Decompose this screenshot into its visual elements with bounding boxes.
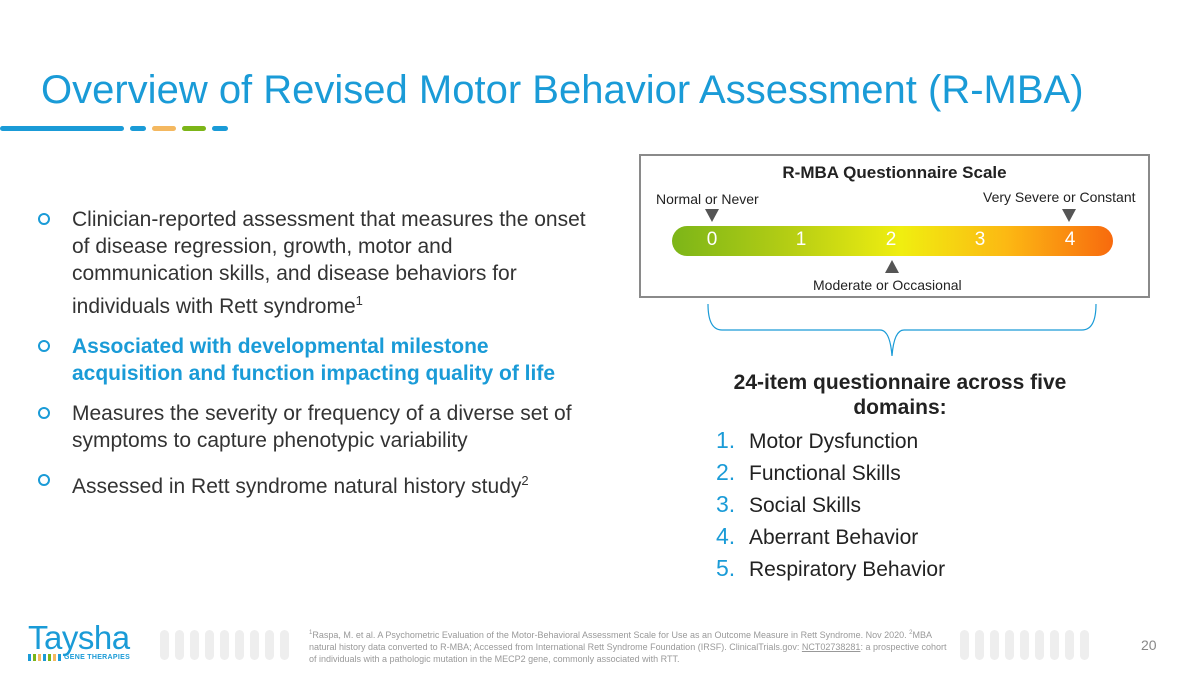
marker-up-icon	[885, 260, 899, 273]
scale-gradient-bar: 0 1 2 3 4	[672, 226, 1113, 256]
reference-2: MBA natural history data converted to R-…	[309, 630, 932, 652]
bullet-superscript: 2	[521, 473, 529, 488]
bullet-text: Clinician-reported assessment that measu…	[72, 208, 586, 318]
domain-item: 1. Motor Dysfunction	[716, 424, 945, 456]
bullet-text: Associated with developmental milestone …	[72, 335, 556, 385]
scale-label-low: Normal or Never	[656, 191, 759, 207]
bullet-list: Clinician-reported assessment that measu…	[36, 206, 596, 513]
accent-segment	[130, 126, 146, 131]
accent-segment	[0, 126, 124, 131]
company-logo: Taysha GENE THERAPIES	[28, 619, 130, 661]
title-accent-bar	[0, 126, 228, 132]
scale-label-mid: Moderate or Occasional	[813, 277, 962, 293]
bullet-text: Assessed in Rett syndrome natural histor…	[72, 475, 522, 498]
ref-number: 2	[909, 630, 913, 636]
reference-2-tail: : a prospective cohort of individuals wi…	[309, 642, 947, 664]
domain-item: 5. Respiratory Behavior	[716, 552, 945, 584]
bullet-superscript: 1	[355, 293, 363, 308]
bullet-item: Clinician-reported assessment that measu…	[36, 206, 596, 320]
domain-label: Functional Skills	[749, 462, 901, 485]
bullet-item: Measures the severity or frequency of a …	[36, 400, 596, 454]
logo-subline: GENE THERAPIES	[28, 654, 130, 661]
accent-segment	[182, 126, 206, 131]
bullet-ring-icon	[38, 407, 50, 419]
logo-ticks-icon	[28, 654, 61, 661]
domain-number: 2.	[716, 459, 736, 485]
clinical-trial-link[interactable]: NCT02738281	[801, 642, 861, 652]
bullet-ring-icon	[38, 340, 50, 352]
domain-number: 5.	[716, 555, 736, 581]
bullet-text: Measures the severity or frequency of a …	[72, 402, 572, 452]
logo-tagline: GENE THERAPIES	[64, 654, 131, 661]
bullet-ring-icon	[38, 213, 50, 225]
domains-heading: 24-item questionnaire across five domain…	[733, 371, 1067, 419]
domain-item: 2. Functional Skills	[716, 456, 945, 488]
logo-wordmark: Taysha	[28, 619, 130, 656]
scale-value: 4	[1064, 229, 1076, 250]
page-number: 20	[1141, 637, 1157, 653]
scale-value: 3	[974, 229, 986, 250]
domain-number: 3.	[716, 491, 736, 517]
scale-value: 0	[706, 229, 718, 250]
scale-panel: R-MBA Questionnaire Scale Normal or Neve…	[639, 154, 1150, 298]
accent-segment	[212, 126, 228, 131]
reference-1: Raspa, M. et al. A Psychometric Evaluati…	[312, 630, 910, 640]
decorative-pills-right	[960, 630, 1089, 660]
marker-down-icon	[1062, 209, 1076, 222]
domain-number: 1.	[716, 427, 736, 453]
scale-label-high: Very Severe or Constant	[983, 189, 1136, 205]
scale-value: 2	[885, 229, 897, 250]
accent-segment	[152, 126, 176, 131]
domain-item: 3. Social Skills	[716, 488, 945, 520]
domain-item: 4. Aberrant Behavior	[716, 520, 945, 552]
domain-label: Motor Dysfunction	[749, 430, 919, 453]
footnote-references: 1Raspa, M. et al. A Psychometric Evaluat…	[309, 627, 949, 665]
scale-title: R-MBA Questionnaire Scale	[782, 163, 1007, 182]
domain-label: Respiratory Behavior	[749, 558, 946, 581]
slide-title: Overview of Revised Motor Behavior Asses…	[41, 68, 1084, 112]
bullet-item-highlight: Associated with developmental milestone …	[36, 333, 596, 387]
domain-number: 4.	[716, 523, 736, 549]
bullet-item: Assessed in Rett syndrome natural histor…	[36, 467, 596, 500]
domain-label: Social Skills	[749, 494, 862, 517]
brace-connector	[707, 303, 1097, 357]
ref-number: 1	[309, 630, 313, 636]
domain-list: 1.Motor Dysfunction 2.Functional Skills …	[716, 424, 945, 584]
domain-label: Aberrant Behavior	[749, 526, 919, 549]
bullet-ring-icon	[38, 474, 50, 486]
decorative-pills-left	[160, 630, 289, 660]
scale-value: 1	[795, 229, 807, 250]
marker-down-icon	[705, 209, 719, 222]
